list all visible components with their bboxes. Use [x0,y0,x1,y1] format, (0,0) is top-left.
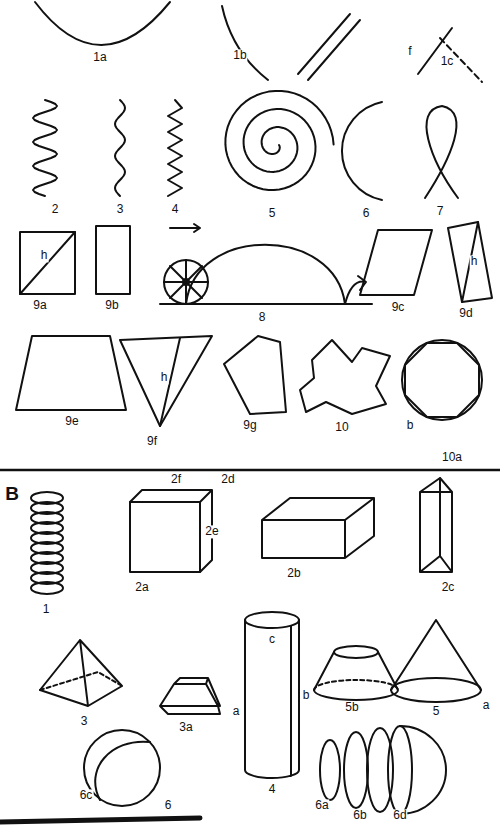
callout-label: 2c [441,581,456,594]
callout-label: 5b [344,701,359,714]
callout-label: 2b [286,567,301,580]
callout-label: 9g [242,419,257,432]
callout-label: 6a [314,799,329,812]
callout-label: 6 [362,207,371,220]
loop-wave [33,100,57,196]
callout-label: b [406,419,415,432]
callout-label: 4 [268,783,277,796]
callout-label: c [268,633,276,646]
callout-label: 9f [146,435,158,448]
callout-label: 8 [258,311,267,324]
callout-label: 10a [441,451,463,464]
callout-label: 6 [164,799,173,812]
callout-label: 9a [32,299,47,312]
callout-label: 7 [436,205,445,218]
callout-label: 1b [232,49,247,62]
callout-label: 6c [79,789,94,802]
callout-label: 3a [178,721,193,734]
callout-label: 9e [64,415,79,428]
callout-label: h [160,371,169,384]
callout-label: 2a [134,581,149,594]
callout-label: 9d [458,307,473,320]
callout-label: 6d [392,810,407,823]
spiral [225,91,333,190]
coil-turn [31,582,63,594]
callout-label: 1a [92,51,107,64]
callout-label: 2e [204,525,219,538]
callout-label: 2 [51,203,60,216]
callout-label: 4 [171,203,180,216]
callout-label: 5 [268,207,277,220]
callout-label: 1 [42,603,51,616]
callout-label: 6b [352,809,367,822]
callout-label: 2f [170,473,182,486]
callout-label: 3 [116,203,125,216]
callout-label: 9b [104,299,119,312]
callout-label: 9c [391,301,406,314]
callout-label: a [482,699,491,712]
callout-label: 2d [220,473,235,486]
callout-label: 5 [432,705,441,718]
callout-label: f [407,45,412,58]
callout-label: h [470,255,479,268]
callout-label: 1c [440,55,455,68]
callout-label: h [40,249,49,262]
zigzag-line [168,100,182,196]
section-letter: B [4,484,20,505]
callout-label: 10 [334,421,349,434]
wavy-line [115,100,125,196]
callout-label: a [232,705,241,718]
callout-label: 3 [80,715,89,728]
callout-label: b [302,689,311,702]
